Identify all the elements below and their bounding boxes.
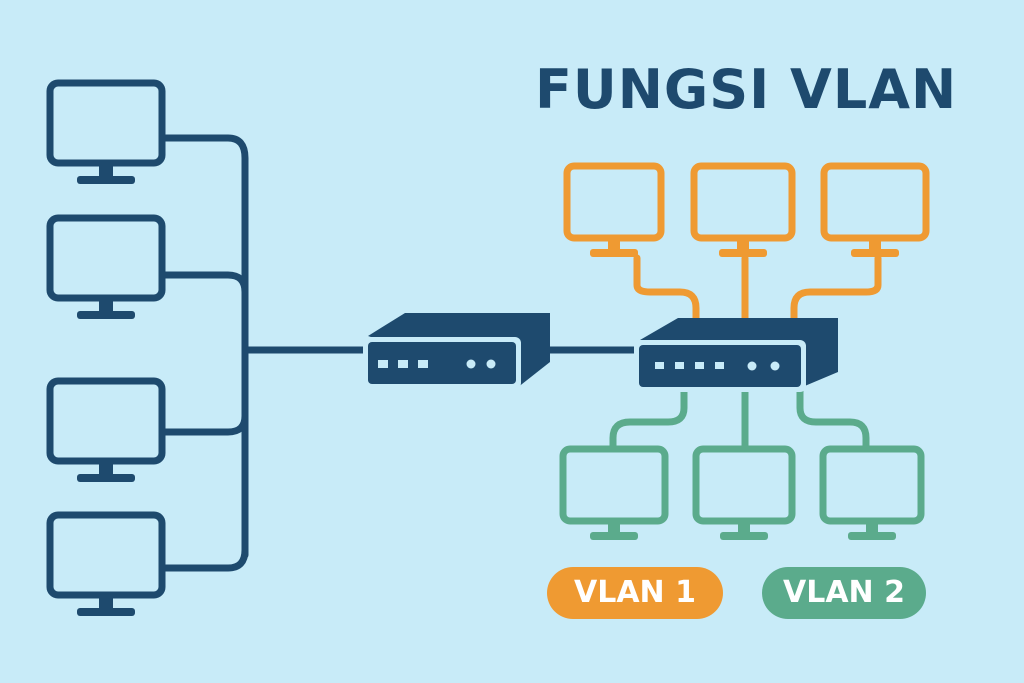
vlan2-badge: VLAN 2	[762, 567, 926, 619]
switch-icon	[634, 318, 838, 392]
monitor-icon	[559, 445, 669, 540]
vlan1-cables	[633, 254, 882, 326]
monitor-icon	[690, 162, 796, 257]
left-cables	[161, 134, 644, 572]
cable-vlan1-pc1	[633, 254, 700, 326]
router-icon	[363, 313, 550, 389]
monitor-icon	[563, 162, 665, 257]
monitor-icon	[820, 162, 930, 257]
cable-left-pc3	[161, 412, 249, 436]
monitor-icon	[46, 377, 166, 482]
vlan1-badge: VLAN 1	[547, 567, 723, 619]
cable-vlan1-pc3	[790, 254, 882, 326]
monitor-icon	[46, 511, 166, 616]
monitor-icon	[46, 79, 166, 184]
vlan2-cables	[609, 384, 870, 452]
cable-vlan2-pc3	[796, 384, 870, 452]
monitor-icon	[46, 214, 166, 319]
cable-left-pc2	[161, 271, 249, 296]
cable-left-pc1	[161, 134, 249, 559]
monitor-icon	[692, 445, 796, 540]
cable-vlan2-pc1	[609, 384, 688, 452]
cable-left-pc4	[161, 546, 249, 572]
diagram-title: FUNGSI VLAN	[535, 58, 958, 121]
monitor-icon	[819, 445, 925, 540]
